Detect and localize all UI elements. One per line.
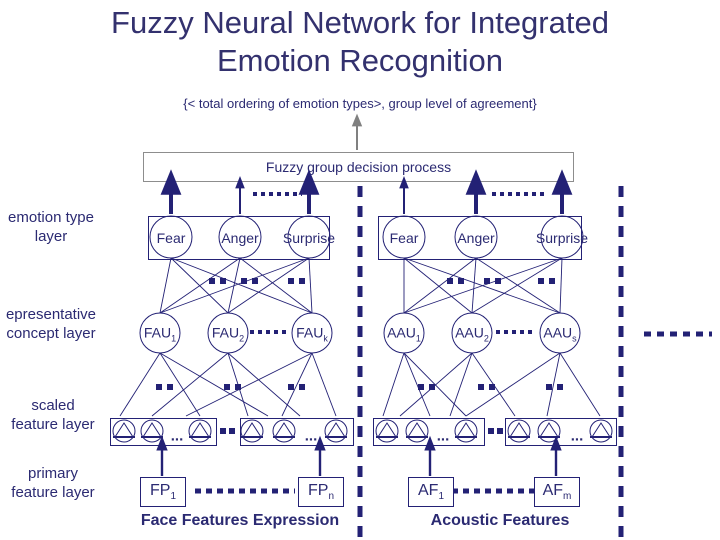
layer-label-primary-feature-line1: primary — [27, 465, 78, 482]
layer-label-emotion-type: emotion type layer — [0, 208, 116, 246]
scaled-ellipsis-acoustic-1: ... — [436, 427, 450, 445]
links-emotion-concept-face — [159, 257, 313, 314]
emotion-label-anger-acoustic: Anger — [457, 230, 495, 246]
membership-fn-icon — [272, 419, 296, 443]
emotion-label-fear-acoustic: Fear — [389, 230, 419, 246]
emotion-label-anger-face: Anger — [221, 230, 259, 246]
title-line-1: Fuzzy Neural Network for Integrated — [111, 5, 609, 40]
concept-label-fauk: FAUk — [296, 324, 328, 344]
layer-label-primary-feature: primary feature layer — [0, 464, 114, 502]
membership-fn-icon — [188, 419, 212, 443]
primary-feature-label-fp1: FP1 — [149, 481, 176, 503]
layer-label-emotion-type-line1: emotion type — [8, 209, 94, 226]
concept-label-aau2: AAU2 — [455, 324, 489, 344]
membership-fn-icon — [537, 419, 561, 443]
concept-label-aaus: AAUs — [543, 324, 577, 344]
emotion-label-surprise-acoustic: Surprise — [535, 230, 589, 246]
links-emotion-concept-acoustic — [403, 257, 563, 314]
scaled-feature-glyphs-acoustic-1 — [375, 419, 478, 443]
acoustic-modality-graphics — [375, 169, 613, 494]
links-concept-scaled-acoustic — [382, 352, 601, 417]
membership-fn-icon — [589, 419, 613, 443]
ellipsis-dots-scaled-acoustic — [488, 428, 503, 434]
membership-fn-icon — [405, 419, 429, 443]
links-concept-scaled-face — [119, 352, 337, 417]
emotion-label-surprise-face: Surprise — [282, 230, 336, 246]
membership-fn-icon — [112, 419, 136, 443]
concept-label-fau2: FAU2 — [211, 324, 245, 344]
primary-feature-label-fpn: FPn — [307, 481, 334, 503]
emotion-label-fear-face: Fear — [156, 230, 186, 246]
layer-label-representative-concept: epresentative concept layer — [0, 305, 116, 343]
primary-feature-box-fp1[interactable]: FP1 — [140, 477, 186, 507]
scaled-ellipsis-face-2: ... — [304, 427, 318, 445]
scaled-feature-glyphs-acoustic-2 — [507, 419, 613, 443]
face-modality-graphics — [112, 169, 348, 494]
membership-fn-icon — [454, 419, 478, 443]
primary-feature-box-fpn[interactable]: FPn — [298, 477, 344, 507]
layer-label-scaled-feature-line2: feature layer — [11, 416, 95, 433]
scaled-ellipsis-acoustic-2: ... — [570, 427, 584, 445]
layer-label-representative-concept-line2: concept layer — [6, 325, 96, 342]
scaled-feature-box-face-2[interactable] — [240, 418, 354, 446]
ellipsis-dots-emotion-concept-face — [209, 278, 305, 284]
layer-label-primary-feature-line2: feature layer — [11, 484, 95, 501]
caption-acoustic-features: Acoustic Features — [430, 512, 570, 529]
ellipsis-dots-scaled-face — [220, 428, 235, 434]
ellipsis-dots-concept-scaled-acoustic — [418, 384, 563, 390]
concept-label-aau1: AAU1 — [387, 324, 421, 344]
membership-fn-icon — [324, 419, 348, 443]
layer-label-representative-concept-line1: epresentative — [5, 306, 97, 323]
page-title: Fuzzy Neural Network for Integrated Emot… — [0, 4, 720, 80]
scaled-feature-glyphs-face-2 — [240, 419, 348, 443]
caption-face-features: Face Features Expression — [140, 512, 340, 529]
scaled-ellipsis-face-1: ... — [170, 427, 184, 445]
primary-feature-box-afm[interactable]: AFm — [534, 477, 580, 507]
membership-fn-icon — [507, 419, 531, 443]
membership-fn-icon — [375, 419, 399, 443]
primary-feature-label-afm: AFm — [542, 481, 572, 503]
layer-label-scaled-feature-line1: scaled — [31, 397, 75, 414]
layer-label-scaled-feature: scaled feature layer — [0, 396, 114, 434]
ellipsis-dots-emotion-concept-acoustic — [447, 278, 555, 284]
scaled-feature-glyphs-face-1 — [112, 419, 212, 443]
ellipsis-dots-concept-scaled-face — [156, 384, 305, 390]
title-line-2: Emotion Recognition — [216, 43, 504, 78]
concept-label-fau1: FAU1 — [143, 324, 177, 344]
layer-label-emotion-type-line2: layer — [34, 228, 68, 245]
membership-fn-icon — [240, 419, 264, 443]
primary-feature-label-af1: AF1 — [417, 481, 444, 503]
membership-fn-icon — [140, 419, 164, 443]
output-annotation: {< total ordering of emotion types>, gro… — [183, 96, 537, 111]
primary-feature-box-af1[interactable]: AF1 — [408, 477, 454, 507]
